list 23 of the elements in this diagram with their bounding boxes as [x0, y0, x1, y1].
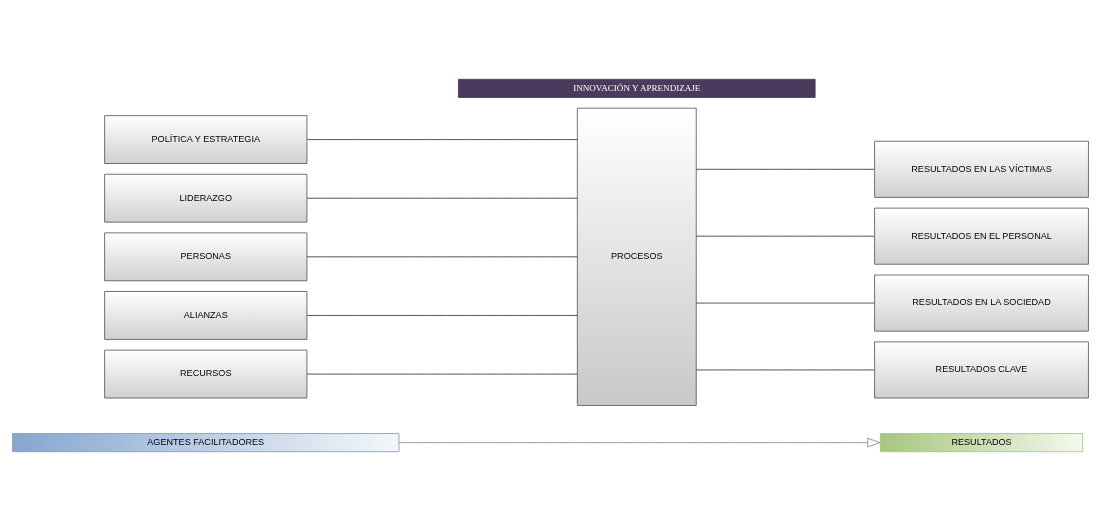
connector	[306, 255, 578, 257]
node-box: ALIANZAS	[104, 290, 308, 340]
connector	[696, 369, 875, 370]
connector	[306, 197, 578, 199]
arrow	[398, 437, 881, 447]
connector	[696, 168, 875, 170]
connector	[306, 138, 578, 140]
node-box: AGENTES FACILITADORES	[12, 432, 400, 452]
connector	[306, 314, 578, 316]
node-box: RECURSOS	[104, 349, 308, 398]
node-box: PROCESOS	[576, 107, 697, 406]
connector	[696, 235, 875, 237]
node-box: LIDERAZGO	[104, 173, 308, 223]
connector	[306, 373, 578, 374]
connector	[696, 302, 875, 303]
node-box: RESULTADOS EN LAS VÍCTIMAS	[874, 140, 1089, 198]
node-box: RESULTADOS EN EL PERSONAL	[874, 207, 1089, 265]
node-box: RESULTADOS CLAVE	[874, 340, 1089, 398]
node-box: PERSONAS	[104, 231, 308, 281]
node-box: RESULTADOS EN LA SOCIEDAD	[874, 274, 1089, 332]
node-box: POLÍTICA Y ESTRATEGIA	[104, 114, 308, 164]
node-box: RESULTADOS	[879, 432, 1084, 452]
node-box: INNOVACIÓN Y APRENDIZAJE	[458, 78, 816, 98]
